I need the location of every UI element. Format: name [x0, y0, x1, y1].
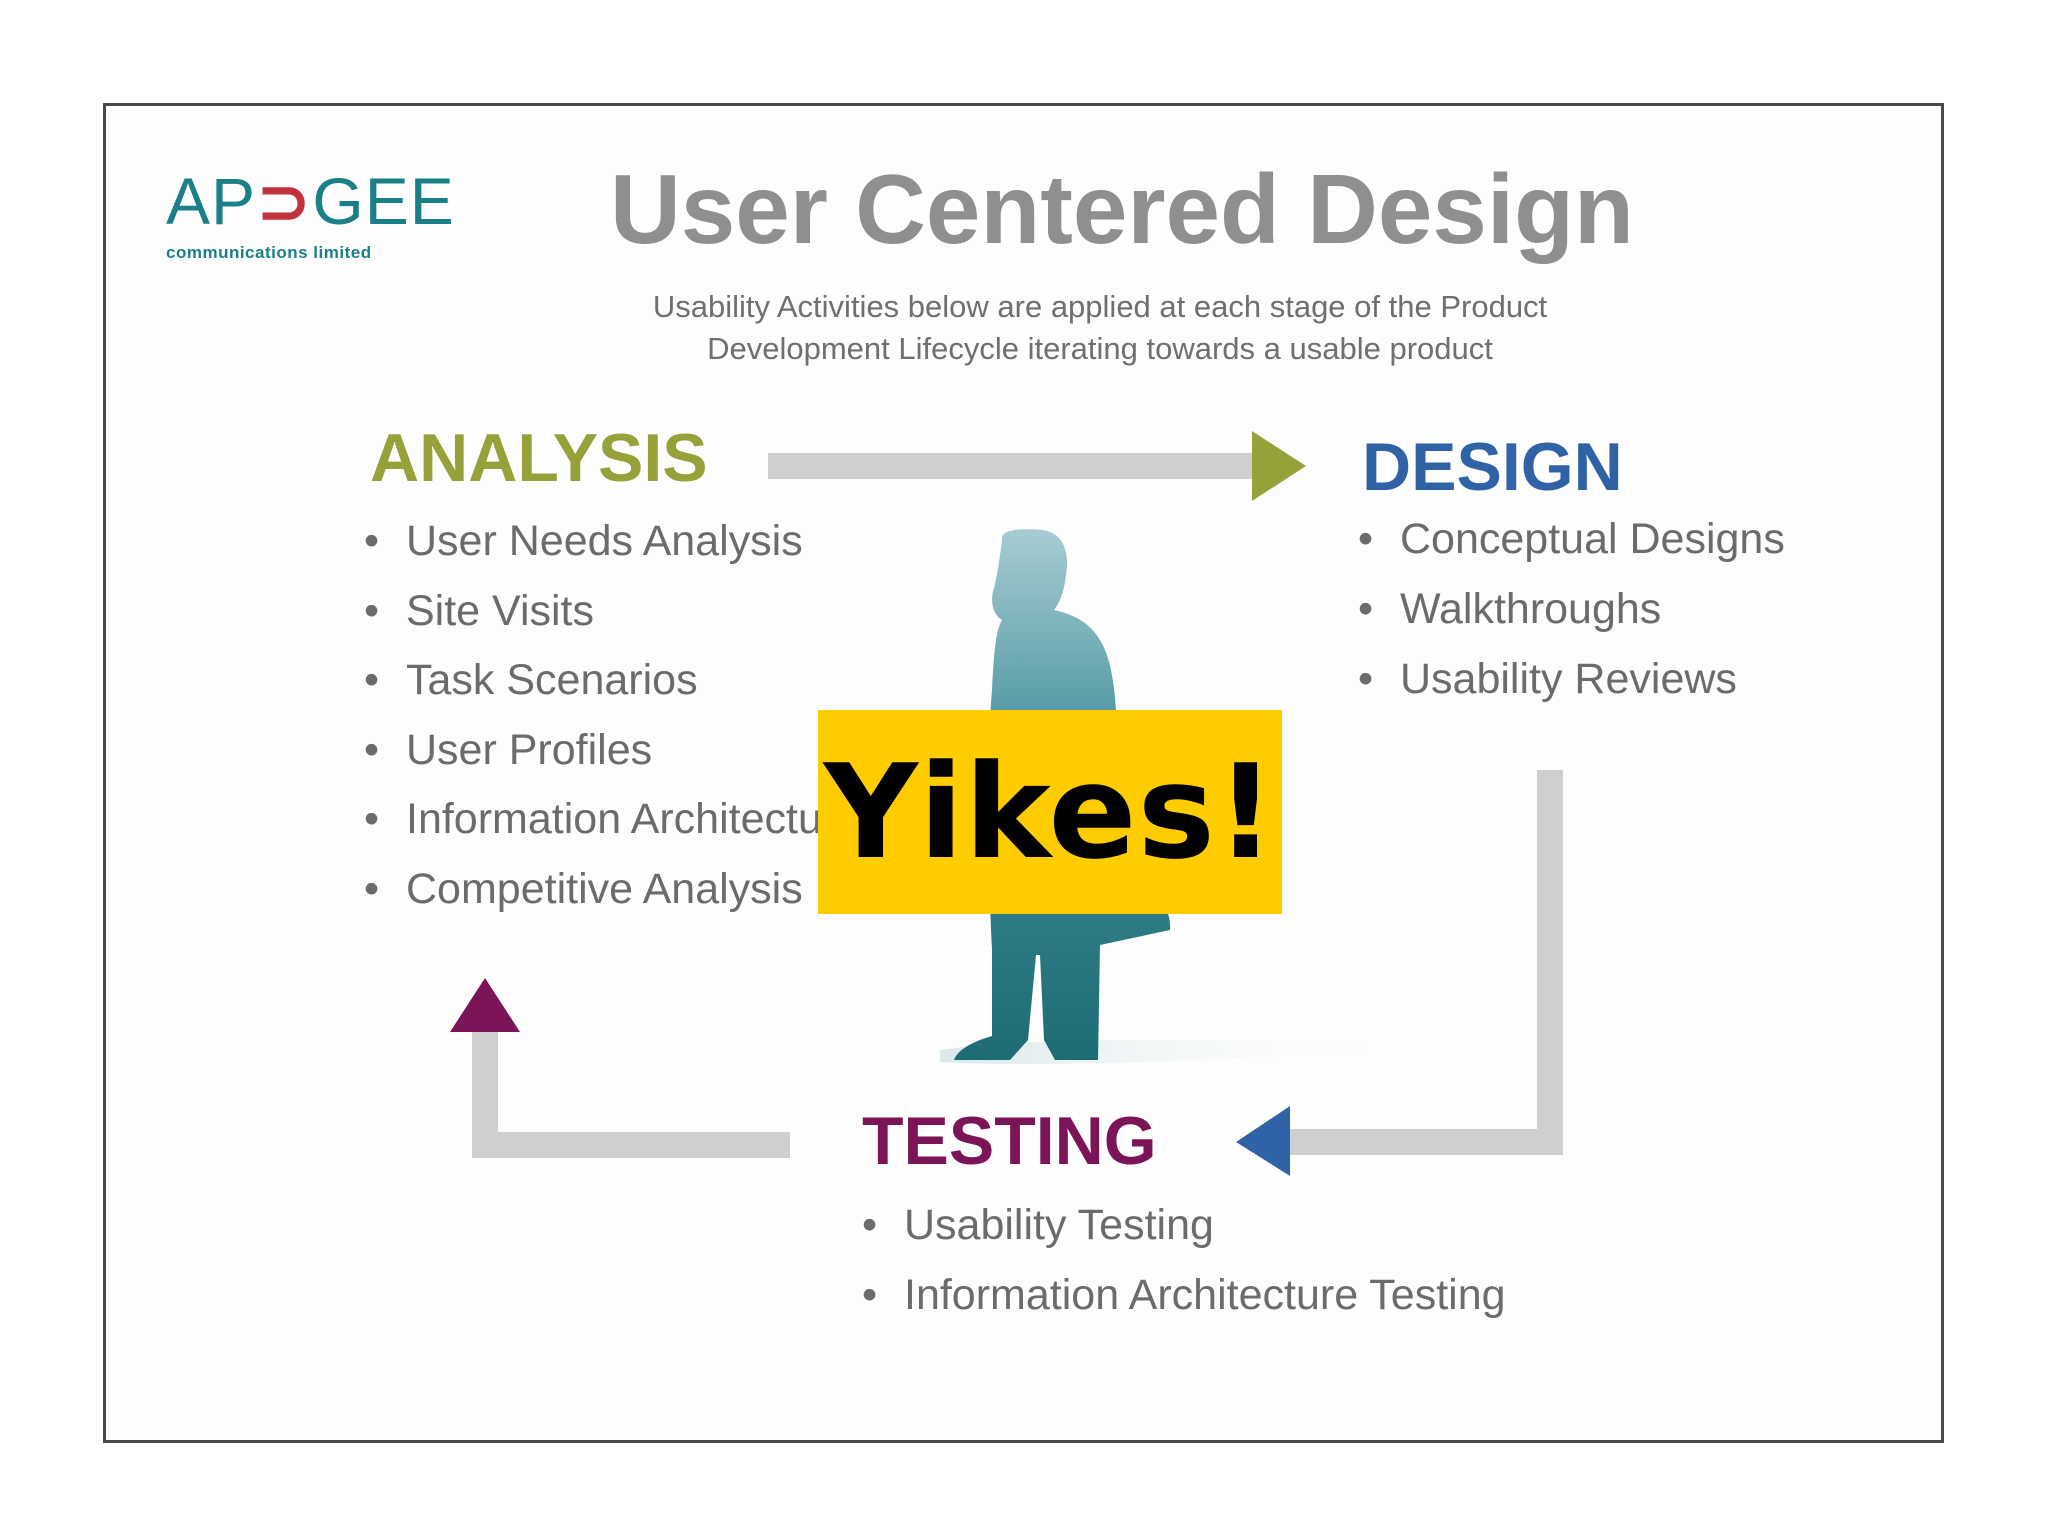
arrow-design-to-testing-horizontal — [1288, 1129, 1563, 1155]
list-item: User Profiles — [364, 728, 860, 799]
list-item: Usability Testing — [862, 1204, 1324, 1274]
logo-crescent-icon: ⊃ — [256, 164, 313, 238]
arrow-testing-to-analysis-vertical — [472, 1028, 498, 1158]
design-list: Conceptual Designs Walkthroughs Usabilit… — [1358, 518, 1785, 728]
list-item: Information Architecture — [364, 798, 860, 868]
logo-tagline: communications limited — [166, 243, 372, 262]
design-heading: DESIGN — [1362, 429, 1623, 505]
testing-list: Usability Testing Information Architectu… — [862, 1204, 1506, 1344]
arrow-design-to-testing-vertical — [1537, 770, 1563, 1155]
page-subtitle: Usability Activities below are applied a… — [652, 289, 1548, 366]
list-item: Task Scenarios — [364, 659, 860, 729]
page-title: User Centered Design — [610, 154, 1634, 264]
arrow-analysis-to-design-shaft — [768, 453, 1254, 479]
logo-text-left: AP — [166, 164, 257, 238]
list-item: User Needs Analysis — [364, 520, 860, 590]
arrow-analysis-to-design-head — [1252, 431, 1306, 501]
analysis-list: User Needs Analysis Site Visits Task Sce… — [364, 520, 860, 937]
apogee-logo: AP⊃GEE — [166, 168, 455, 234]
list-item: Usability Reviews — [1358, 658, 1785, 728]
arrow-testing-to-analysis-head — [450, 978, 520, 1032]
list-item: Walkthroughs — [1358, 588, 1785, 658]
logo-text-right: GEE — [312, 164, 455, 238]
list-item: Site Visits — [364, 589, 860, 660]
arrow-testing-to-analysis-horizontal — [472, 1132, 790, 1158]
analysis-heading: ANALYSIS — [370, 420, 708, 496]
list-item: Conceptual Designs — [1358, 518, 1785, 588]
arrow-design-to-testing-head — [1236, 1106, 1290, 1176]
list-item: Information Architecture Testing — [862, 1274, 1506, 1344]
yikes-overlay-label: Yikes! — [818, 710, 1282, 914]
testing-heading: TESTING — [862, 1103, 1157, 1179]
list-item: Competitive Analysis — [364, 867, 860, 938]
